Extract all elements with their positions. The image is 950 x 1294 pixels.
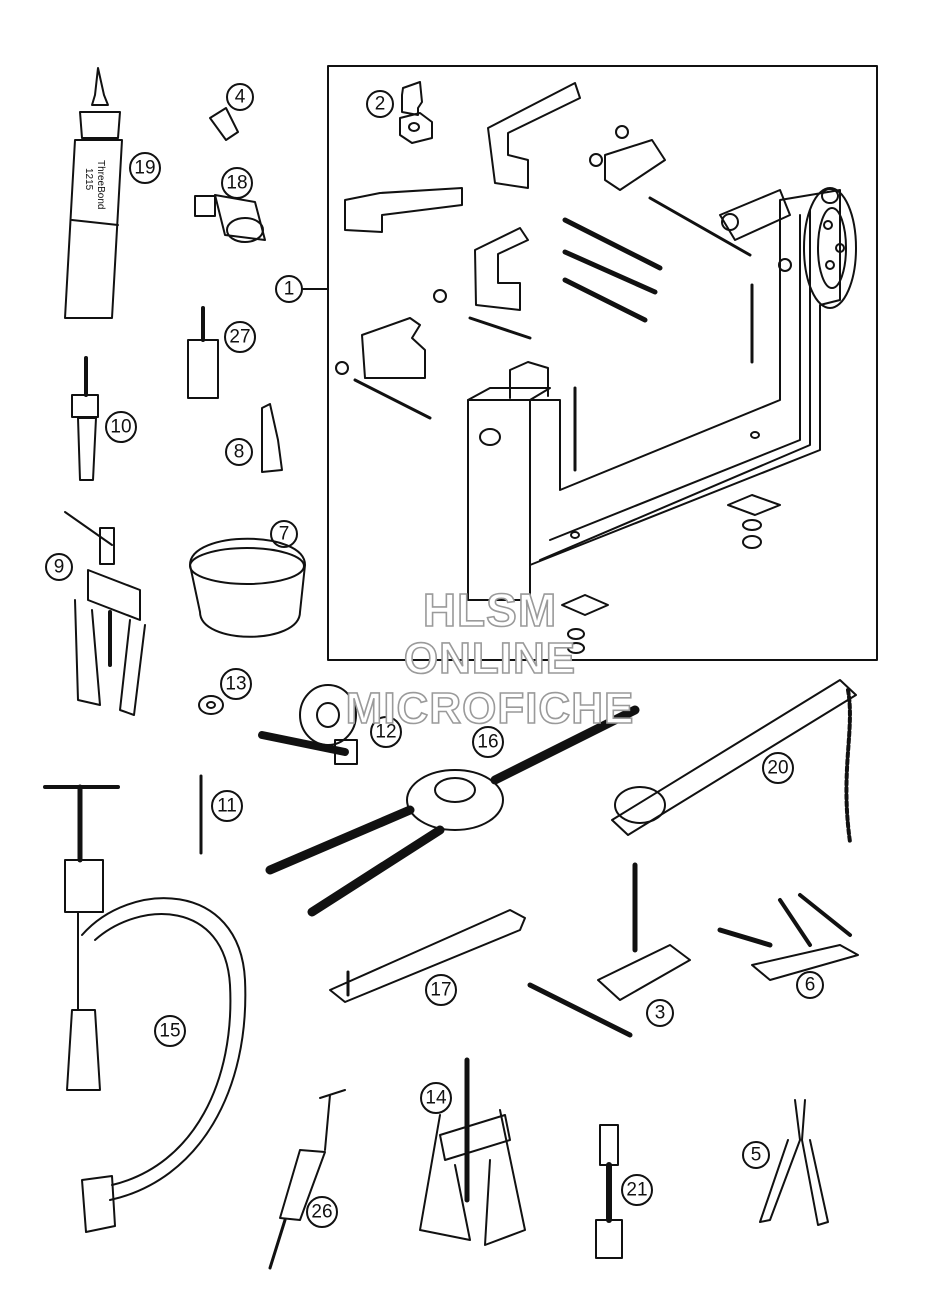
callout-label-5: 5 [751,1145,762,1166]
callout-12: 12 [370,716,402,748]
callout-label-14: 14 [425,1088,447,1109]
callout-6: 6 [796,971,824,999]
pliers-5 [759,1099,829,1226]
callout-label-1: 1 [284,279,295,300]
tool-6 [717,893,859,981]
callout-27: 27 [224,321,256,353]
callout-label-3: 3 [655,1003,666,1024]
callout-label-9: 9 [54,557,65,578]
callout-7: 7 [270,520,298,548]
puller-9 [64,511,146,716]
callout-2: 2 [366,90,394,118]
bolt-and-spacer-12 [258,684,358,765]
callout-26: 26 [306,1196,338,1228]
wrench-17 [329,909,526,1003]
callout-13: 13 [220,668,252,700]
tool-14 [419,1057,526,1246]
callout-label-21: 21 [626,1180,647,1201]
callout-label-4: 4 [235,87,246,108]
callout-4: 4 [226,83,254,111]
engine-stand [467,187,857,654]
callout-label-26: 26 [311,1202,332,1223]
callout-label-18: 18 [226,173,247,194]
callout-3: 3 [646,999,674,1027]
callout-label-6: 6 [805,975,816,996]
ring-7 [189,537,306,638]
callout-9: 9 [45,553,73,581]
part-8 [261,403,283,473]
callout-label-19: 19 [134,158,155,179]
callout-label-13: 13 [225,674,246,695]
tube-code-text: 1215 [83,168,94,191]
callout-18: 18 [221,167,253,199]
watermark-line-2: ONLINE [403,633,577,684]
tube-brand-text: ThreeBond [95,160,106,209]
callout-15: 15 [154,1015,186,1047]
tool-10 [71,356,99,481]
slide-hammer-15 [43,784,247,1233]
callout-label-27: 27 [229,327,250,348]
callout-20: 20 [762,752,794,784]
callout-label-15: 15 [159,1021,180,1042]
tool-16 [265,705,640,917]
callout-5: 5 [742,1141,770,1169]
callout-16: 16 [472,726,504,758]
callout-10: 10 [105,411,137,443]
part-18 [194,194,266,243]
callout-label-8: 8 [234,442,245,463]
holder-20 [611,679,857,844]
callout-1: 1 [275,275,303,303]
callout-19: 19 [129,152,161,184]
callout-label-11: 11 [217,796,237,817]
part-13 [198,695,224,715]
callout-21: 21 [621,1174,653,1206]
mounting-brackets [335,81,752,420]
callout-label-7: 7 [279,524,290,545]
callout-label-2: 2 [375,94,386,115]
callout-label-17: 17 [430,980,451,1001]
sealant-tube-19 [64,67,123,319]
part-4 [209,107,239,141]
callout-label-10: 10 [110,417,131,438]
tool-3 [527,862,691,1038]
callout-8: 8 [225,438,253,466]
watermark-line-3: MICROFICHE [345,683,635,734]
assembly-frame-box [327,65,878,661]
callout-label-20: 20 [767,758,788,779]
callout-17: 17 [425,974,457,1006]
watermark-line-1: HLSM [422,583,558,637]
callout-label-16: 16 [477,732,498,753]
callout-11: 11 [211,790,243,822]
callout-label-12: 12 [375,722,396,743]
part-27 [187,306,219,399]
callout-14: 14 [420,1082,452,1114]
syringe-26 [268,1089,346,1270]
tool-21 [595,1124,623,1259]
